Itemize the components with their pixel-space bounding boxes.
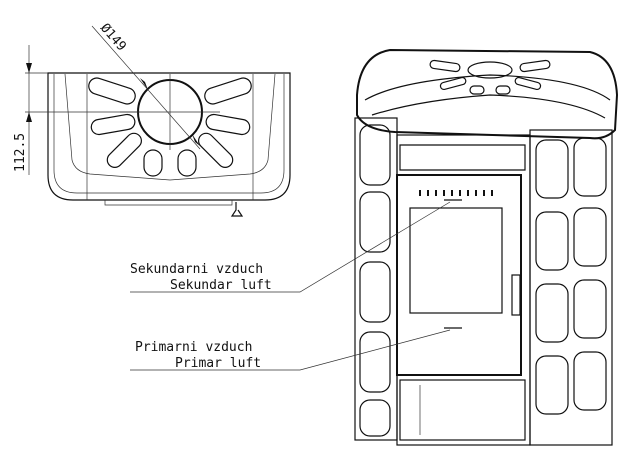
stove-door: [396, 174, 522, 376]
secondary-air-label-de: Sekundar luft: [170, 278, 272, 293]
top-view: Ø149 112.5: [13, 21, 291, 217]
height-label: 112.5: [13, 133, 28, 172]
primary-air-label-cz: Primarni vzduch: [135, 340, 252, 355]
door-handle: [511, 274, 521, 316]
primary-air-label-de: Primar luft: [175, 356, 261, 371]
stove-view: [354, 48, 619, 446]
secondary-air-label-cz: Sekundarni vzduch: [130, 262, 263, 277]
door-glass: [409, 207, 503, 314]
